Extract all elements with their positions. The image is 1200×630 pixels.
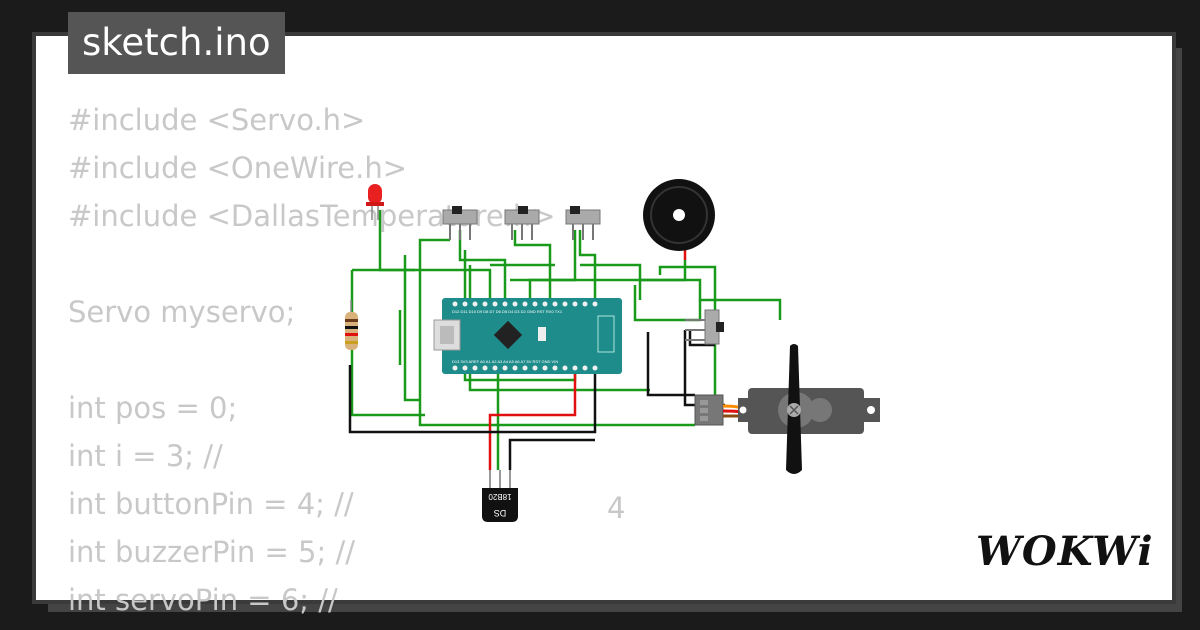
code-line: int buttonPin = 4; // (68, 487, 354, 521)
board-bottom-labels: D13 3V3 AREF A0 A1 A2 A3 A4 A5 A6 A7 5V … (452, 359, 558, 364)
circuit-diagram: D12 D11 D10 D9 D8 D7 D6 D5 D4 D3 D2 GND … (345, 179, 880, 522)
code-line: int pos = 0; (68, 391, 238, 425)
resistor-icon (345, 300, 358, 350)
temperature-sensor-icon: DS 18B20 (482, 470, 518, 522)
wire-led (378, 210, 492, 300)
code-line: int servoPin = 6; // (68, 583, 338, 617)
code-line: int i = 3; // (68, 439, 223, 473)
led-icon (366, 184, 384, 220)
arduino-nano-board: D12 D11 D10 D9 D8 D7 D6 D5 D4 D3 D2 GND … (433, 298, 622, 374)
wokwi-logo: WOKWi (976, 528, 1154, 575)
code-line: #include <OneWire.h> (68, 151, 408, 185)
code-line: Servo myservo; (68, 295, 296, 329)
code-fragment: 4 (607, 491, 626, 525)
slide-switch-icon (565, 206, 601, 240)
slide-switch-icon (685, 309, 724, 345)
buzzer-icon (643, 179, 715, 251)
code-preview: #include <Servo.h>#include <OneWire.h>#i… (68, 96, 556, 624)
board-top-labels: D12 D11 D10 D9 D8 D7 D6 D5 D4 D3 D2 GND … (452, 309, 563, 314)
sensor-model-label: 18B20 (488, 492, 512, 501)
file-tab: sketch.ino (68, 12, 285, 74)
slide-switch-icon (442, 206, 478, 240)
servo-icon (694, 344, 880, 474)
code-line: int buzzerPin = 5; // (68, 535, 356, 569)
code-line: #include <Servo.h> (68, 103, 366, 137)
sensor-label: DS (494, 508, 507, 518)
slide-switch-icon (504, 206, 540, 240)
